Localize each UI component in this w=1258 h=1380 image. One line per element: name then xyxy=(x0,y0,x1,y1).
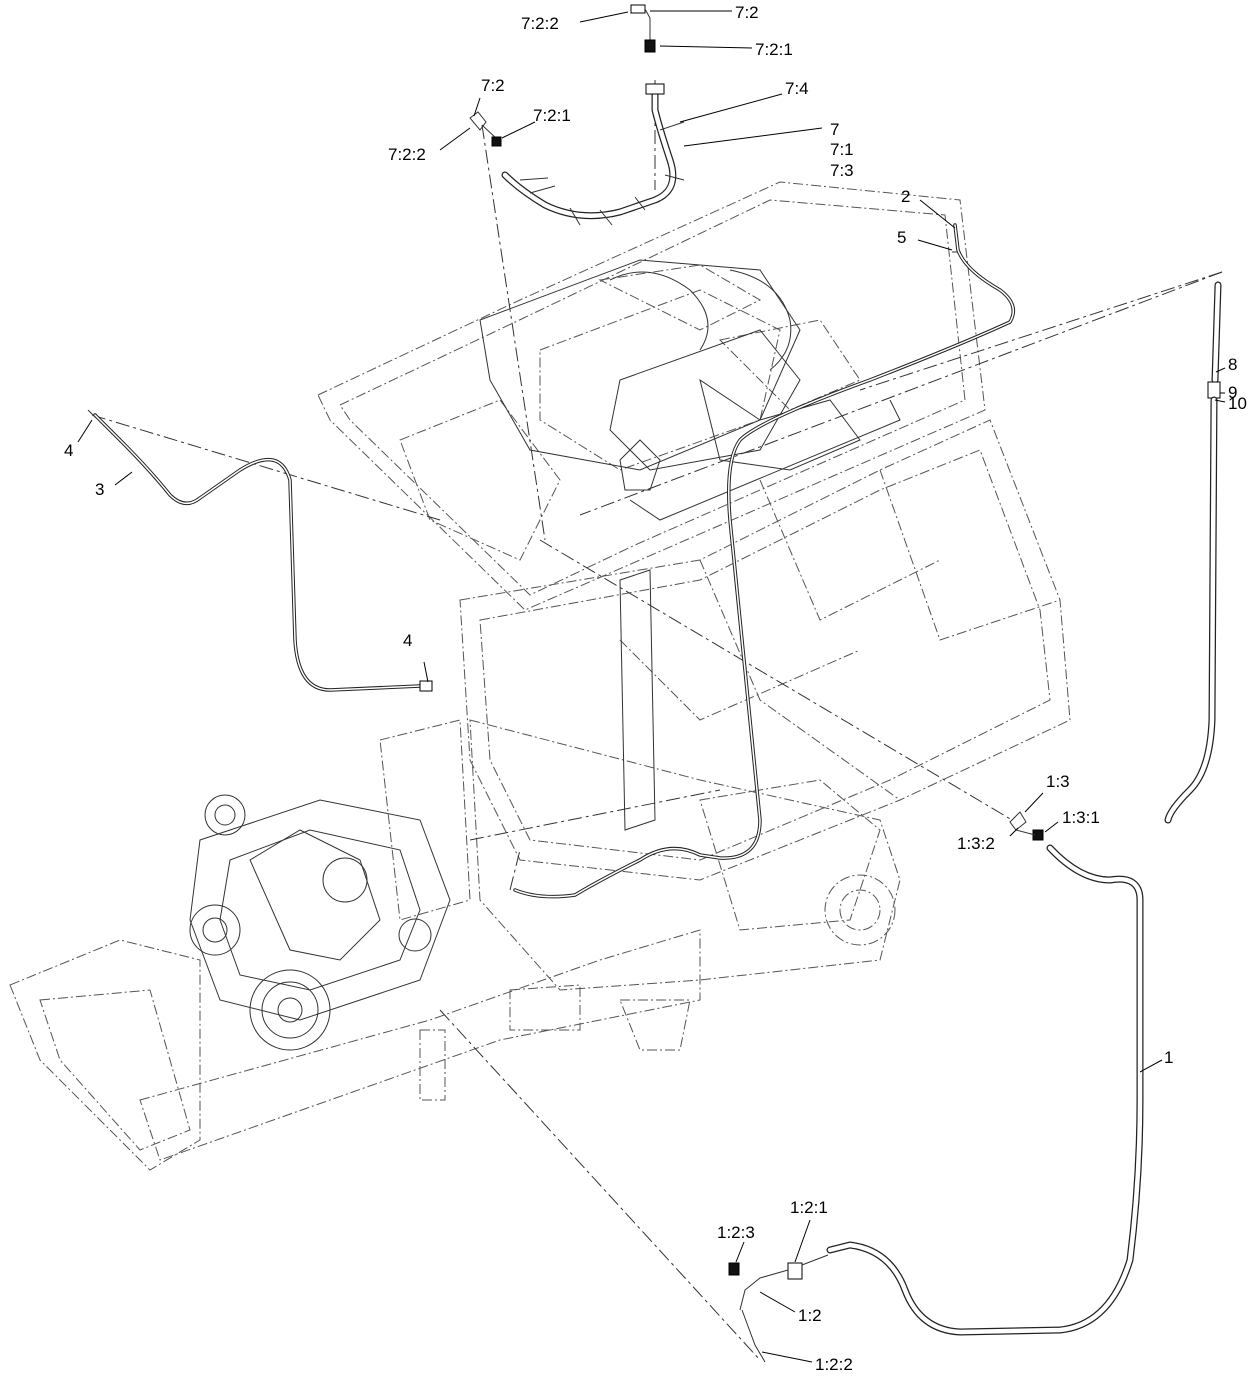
tube-2 xyxy=(513,223,1016,899)
callout-labels: 7:2:2 7:2 7:2:1 7:2 7:2:1 7:2:2 7:4 7 7:… xyxy=(64,3,1247,1374)
exploded-centerlines xyxy=(91,80,1223,1361)
hose-8-10 xyxy=(1164,281,1222,824)
hose-1 xyxy=(728,811,1144,1363)
callout-1-2-2: 1:2:2 xyxy=(815,1355,853,1374)
callout-7-2-2-left: 7:2:2 xyxy=(388,145,426,164)
callout-7-4: 7:4 xyxy=(785,79,809,98)
tube-3 xyxy=(87,409,433,692)
hose-assembly-7 xyxy=(469,4,685,226)
callout-1-2-3: 1:2:3 xyxy=(717,1223,755,1242)
callout-1-2-1: 1:2:1 xyxy=(790,1198,828,1217)
callout-leaders xyxy=(77,10,1226,1363)
callout-4-mid: 4 xyxy=(403,631,412,650)
callout-7-2-top: 7:2 xyxy=(735,3,759,22)
vehicle-frame-phantom xyxy=(9,181,1071,1171)
callout-9: 9 xyxy=(1228,383,1237,402)
callout-2: 2 xyxy=(901,187,910,206)
callout-1: 1 xyxy=(1164,1048,1173,1067)
callout-3: 3 xyxy=(95,480,104,499)
callout-4-top: 4 xyxy=(64,441,73,460)
callout-8: 8 xyxy=(1228,355,1237,374)
callout-1-3: 1:3 xyxy=(1046,772,1070,791)
callout-7-2-2-top: 7:2:2 xyxy=(521,14,559,33)
callout-7-2-left: 7:2 xyxy=(481,76,505,95)
callout-1-3-2: 1:3:2 xyxy=(957,834,995,853)
callout-10: 10 xyxy=(1228,394,1247,413)
callout-7-1: 7:1 xyxy=(830,140,854,159)
callout-1-3-1: 1:3:1 xyxy=(1062,808,1100,827)
callout-7-3: 7:3 xyxy=(830,161,854,180)
callout-7-2-1-left: 7:2:1 xyxy=(533,106,571,125)
callout-1-2: 1:2 xyxy=(798,1306,822,1325)
callout-7-2-1-top: 7:2:1 xyxy=(755,40,793,59)
callout-7: 7 xyxy=(830,120,839,139)
callout-5: 5 xyxy=(897,228,906,247)
